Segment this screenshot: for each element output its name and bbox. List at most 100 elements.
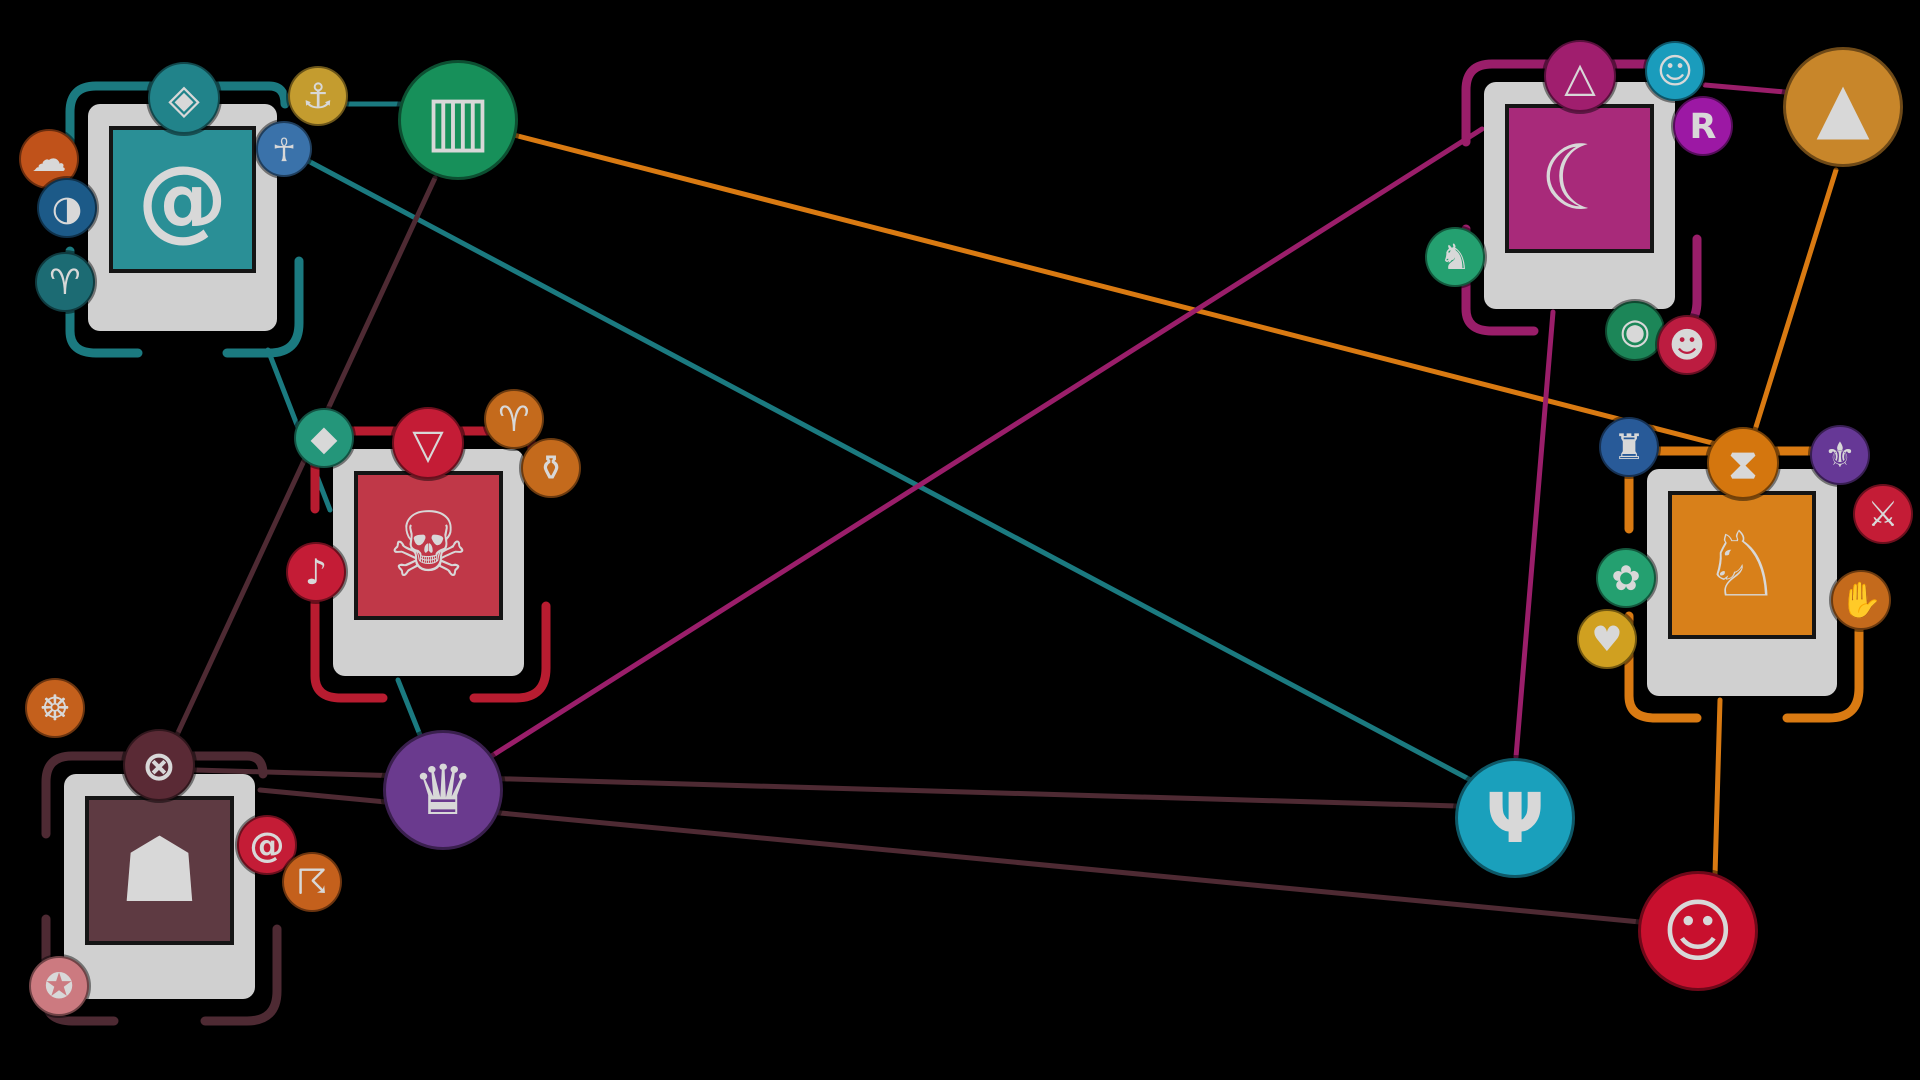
heart-icon: ♥ (1591, 620, 1622, 660)
badge-thunder-cloud[interactable]: ☈ (280, 850, 344, 914)
card-frame-top (41, 751, 268, 839)
badge-ram[interactable]: ♈ (482, 387, 546, 451)
pyramid-icon: ▲ (1816, 68, 1869, 148)
badge-urn[interactable]: ⚱ (519, 436, 583, 500)
badge-chef-hat[interactable]: ♜ (1597, 415, 1661, 479)
orange-character-card[interactable]: ♘⧗♜⚜⚔✿♥✋ (1575, 415, 1915, 723)
badge-sheep[interactable]: ♈ (33, 250, 97, 314)
teal-character-card[interactable]: @ ◈ ⚓☥ ☁◑ ♈ (17, 60, 350, 358)
glitch-elf-icon: ☾ (1539, 126, 1620, 231)
connection-building-hub-to-orange-character (511, 132, 1723, 448)
sheep-icon: ♈ (49, 263, 80, 303)
statue-bust-icon: ☻ (1669, 326, 1706, 366)
card-frame-top (65, 81, 290, 169)
connection-lines (167, 82, 1839, 925)
hourglass-icon: ⧗ (1729, 440, 1758, 488)
building-icon: ▥ (425, 81, 490, 161)
crystal-icon: ◆ (311, 419, 338, 459)
badge-storm-cloud[interactable]: ☁ (17, 127, 81, 191)
red-character-card[interactable]: ☠ ▽ ◆ ♈⚱ ♪ (284, 387, 583, 703)
ankh-card-icon: ☥ (272, 131, 296, 169)
urn-icon: ⚱ (536, 449, 565, 489)
trident-icon: Ψ (1486, 779, 1545, 859)
badge-medal[interactable]: ✪ (27, 954, 91, 1018)
badge-urn-circle (519, 436, 583, 500)
badge-glove-circle (1829, 568, 1893, 632)
main-badge-spiral-diamond-circle (146, 60, 222, 136)
building-hub-circle (395, 57, 521, 183)
pyramid-hub-circle (1780, 44, 1906, 170)
badge-sword[interactable]: ⚔ (1851, 482, 1915, 546)
badge-hook[interactable]: ⚓ (286, 64, 350, 128)
theater-masks-hub[interactable]: ☺ (1635, 868, 1761, 994)
building-hub[interactable]: ▥ (395, 57, 521, 183)
trident-hub-circle (1452, 755, 1578, 881)
connection-red-character-to-top-hat-hub (395, 677, 423, 738)
maroon-character-card[interactable]: ☗ ⊗ ☸ @☈ ✪ (23, 676, 344, 1026)
flower-icon: ✿ (1611, 559, 1640, 599)
card-frame-bottom-right (200, 924, 282, 1026)
badge-masquerade-mask-circle (35, 176, 99, 240)
badge-ankh-card-circle (254, 119, 314, 179)
badge-fleur-de-lis[interactable]: ⚜ (1808, 423, 1872, 487)
triangle-circle-icon: △ (1564, 53, 1596, 101)
card-frame-bottom-left (1624, 611, 1702, 723)
spiral-slime-icon: @ (138, 147, 228, 252)
card-frame-bottom-right (1782, 621, 1864, 723)
grinning-demon-icon: ☠ (388, 493, 469, 598)
magenta-character-card[interactable]: ☾ △ ☺ R ♞ ◉ ☻ (1423, 38, 1735, 377)
main-badge-triangle-circle-circle (1542, 38, 1618, 114)
pyramid-hub[interactable]: ▲ (1780, 44, 1906, 170)
main-badge-spiral-diamond[interactable]: ◈ (146, 60, 222, 136)
masquerade-mask-icon: ◑ (52, 189, 83, 229)
sword-icon: ⚔ (1867, 495, 1898, 535)
crossed-circle-icon: ⊗ (142, 742, 176, 790)
main-badge-hourglass-circle (1705, 425, 1781, 501)
connection-magenta-character-to-pyramid-hub (1702, 82, 1788, 95)
connection-orange-character-to-theater-masks-hub (1712, 697, 1723, 878)
connection-teal-character-to-trident-hub (279, 144, 1483, 788)
badge-ankh-card[interactable]: ☥ (254, 119, 314, 179)
card-frame-bottom-left (65, 246, 143, 358)
badge-crystal[interactable]: ◆ (292, 406, 356, 470)
card-frame-bottom-left (1461, 224, 1539, 336)
badge-bust[interactable]: ☺ (1643, 39, 1707, 103)
masked-warrior-icon: ☗ (119, 818, 200, 923)
theater-masks-icon: ☺ (1662, 892, 1734, 972)
character-cards: @◈⚓☥☁◑♈☠▽◆♈⚱♪☗⊗☸@☈✪☾△☺R♞◉☻♘⧗♜⚜⚔✿♥✋ (17, 38, 1915, 1026)
bust-icon: ☺ (1657, 52, 1694, 92)
badge-heart[interactable]: ♥ (1575, 607, 1639, 671)
badge-glove[interactable]: ✋ (1829, 568, 1893, 632)
badge-statue-bust-circle (1655, 313, 1719, 377)
badge-fleur-de-lis-circle (1808, 423, 1872, 487)
top-hat-icon: ♛ (412, 751, 474, 831)
swirl-icon: @ (250, 826, 285, 866)
badge-swirl-circle (235, 813, 299, 877)
badge-swirl[interactable]: @ (235, 813, 299, 877)
badge-flower[interactable]: ✿ (1594, 546, 1658, 610)
trident-hub[interactable]: Ψ (1452, 755, 1578, 881)
orbit-eye-icon: ◉ (1620, 312, 1651, 352)
main-badge-crossed-circle[interactable]: ⊗ (121, 727, 197, 803)
badge-sword-circle (1851, 482, 1915, 546)
fleur-de-lis-icon: ⚜ (1824, 436, 1855, 476)
badge-thunder-cloud-circle (280, 850, 344, 914)
main-badge-hourglass[interactable]: ⧗ (1705, 425, 1781, 501)
main-badge-triangle-down[interactable]: ▽ (390, 405, 466, 481)
badge-microphone[interactable]: ♪ (284, 540, 348, 604)
badge-wheel[interactable]: ☸ (23, 676, 87, 740)
badge-letter-r-circle (1671, 94, 1735, 158)
badge-cat[interactable]: ♞ (1423, 225, 1487, 289)
card-frame-bottom-left (310, 591, 388, 703)
badge-flower-circle (1594, 546, 1658, 610)
badge-statue-bust[interactable]: ☻ (1655, 313, 1719, 377)
top-hat-hub[interactable]: ♛ (380, 727, 506, 853)
letter-r-icon: R (1690, 107, 1717, 147)
badge-hook-circle (286, 64, 350, 128)
badge-letter-r[interactable]: R (1671, 94, 1735, 158)
theater-masks-hub-circle (1635, 868, 1761, 994)
main-badge-triangle-circle[interactable]: △ (1542, 38, 1618, 114)
badge-masquerade-mask[interactable]: ◑ (35, 176, 99, 240)
connection-building-hub-to-maroon-character (167, 175, 438, 753)
chef-hat-icon: ♜ (1613, 428, 1644, 468)
